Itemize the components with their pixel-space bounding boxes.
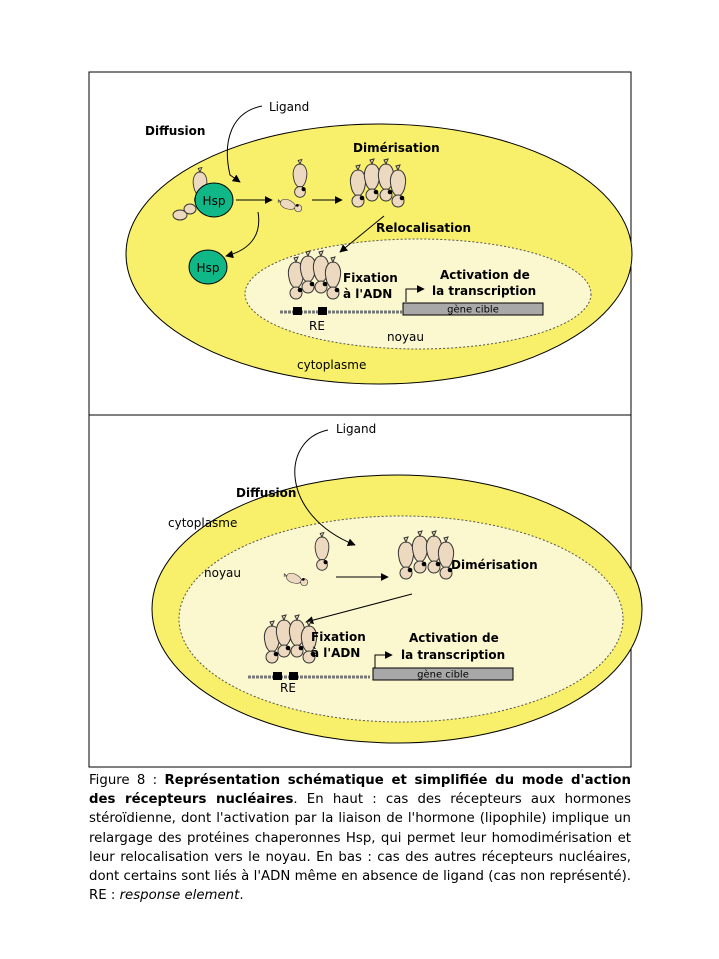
bottom-re-box-2: [289, 672, 298, 680]
top-gene-label: gène cible: [447, 304, 499, 316]
top-activation-line1: Activation de: [440, 268, 530, 282]
bottom-gene-label: gène cible: [417, 669, 469, 681]
hsp-free-shape: [188, 249, 228, 285]
bottom-gene-box: [372, 667, 514, 681]
bottom-transcription-arrow: [374, 651, 393, 668]
bottom-fixation-line1: Fixation: [311, 630, 366, 644]
bottom-dimerisation-label: Dimérisation: [451, 558, 538, 572]
top-ligand-arrow: [226, 105, 263, 183]
caption-prefix: Figure 8 :: [89, 773, 165, 788]
top-fixation-line1: Fixation: [343, 271, 398, 285]
top-receptor-hsp-complex: Hsp: [172, 167, 234, 221]
top-relocalisation-label: Relocalisation: [376, 221, 471, 235]
figure-diagram: Ligand Diffusion Dimérisation Relocalisa…: [88, 71, 643, 768]
bottom-fixation-line2: à l'ADN: [311, 646, 360, 660]
top-hsp-bound-label: Hsp: [203, 194, 226, 208]
hsp-bound-shape: [194, 182, 234, 218]
top-activation-line2: la transcription: [432, 284, 536, 298]
caption-italic: response element: [119, 888, 240, 904]
bottom-re-label: RE: [280, 681, 296, 695]
top-hsp-free-label: Hsp: [197, 261, 220, 275]
top-re-box-2: [318, 307, 327, 315]
bottom-activation-line2: la transcription: [401, 648, 505, 662]
top-fixation-line2: à l'ADN: [343, 287, 392, 301]
bottom-cytoplasm-label: cytoplasme: [168, 516, 237, 530]
top-re-box-1: [293, 307, 302, 315]
bottom-ligand-label: Ligand: [336, 422, 376, 436]
top-cytoplasm-label: cytoplasme: [297, 358, 366, 372]
top-ligand-label: Ligand: [269, 100, 309, 114]
caption-title: Représentation schématique et simplifiée…: [89, 773, 631, 808]
top-transcription-arrow: [405, 285, 425, 302]
bottom-ligand-arrow: [294, 429, 356, 547]
figure-caption: Figure 8 : Représentation schématique et…: [89, 771, 631, 905]
top-nucleus-label: noyau: [387, 330, 424, 344]
caption-end: .: [239, 888, 244, 904]
top-dimerisation-label: Dimérisation: [353, 141, 440, 155]
bottom-arrow-2: [305, 593, 413, 625]
bottom-activation-line1: Activation de: [409, 631, 499, 645]
top-hsp-release-arrow: [225, 211, 260, 259]
bottom-nucleus-label: noyau: [204, 566, 241, 580]
top-relocalisation-arrow: [339, 215, 385, 253]
top-re-label: RE: [309, 319, 325, 333]
bottom-re-box-1: [273, 672, 282, 680]
top-diffusion-label: Diffusion: [145, 124, 205, 138]
caption-body: . En haut : cas des récepteurs aux hormo…: [89, 792, 631, 904]
top-gene-box: [402, 302, 544, 316]
bottom-diffusion-label: Diffusion: [236, 486, 296, 500]
